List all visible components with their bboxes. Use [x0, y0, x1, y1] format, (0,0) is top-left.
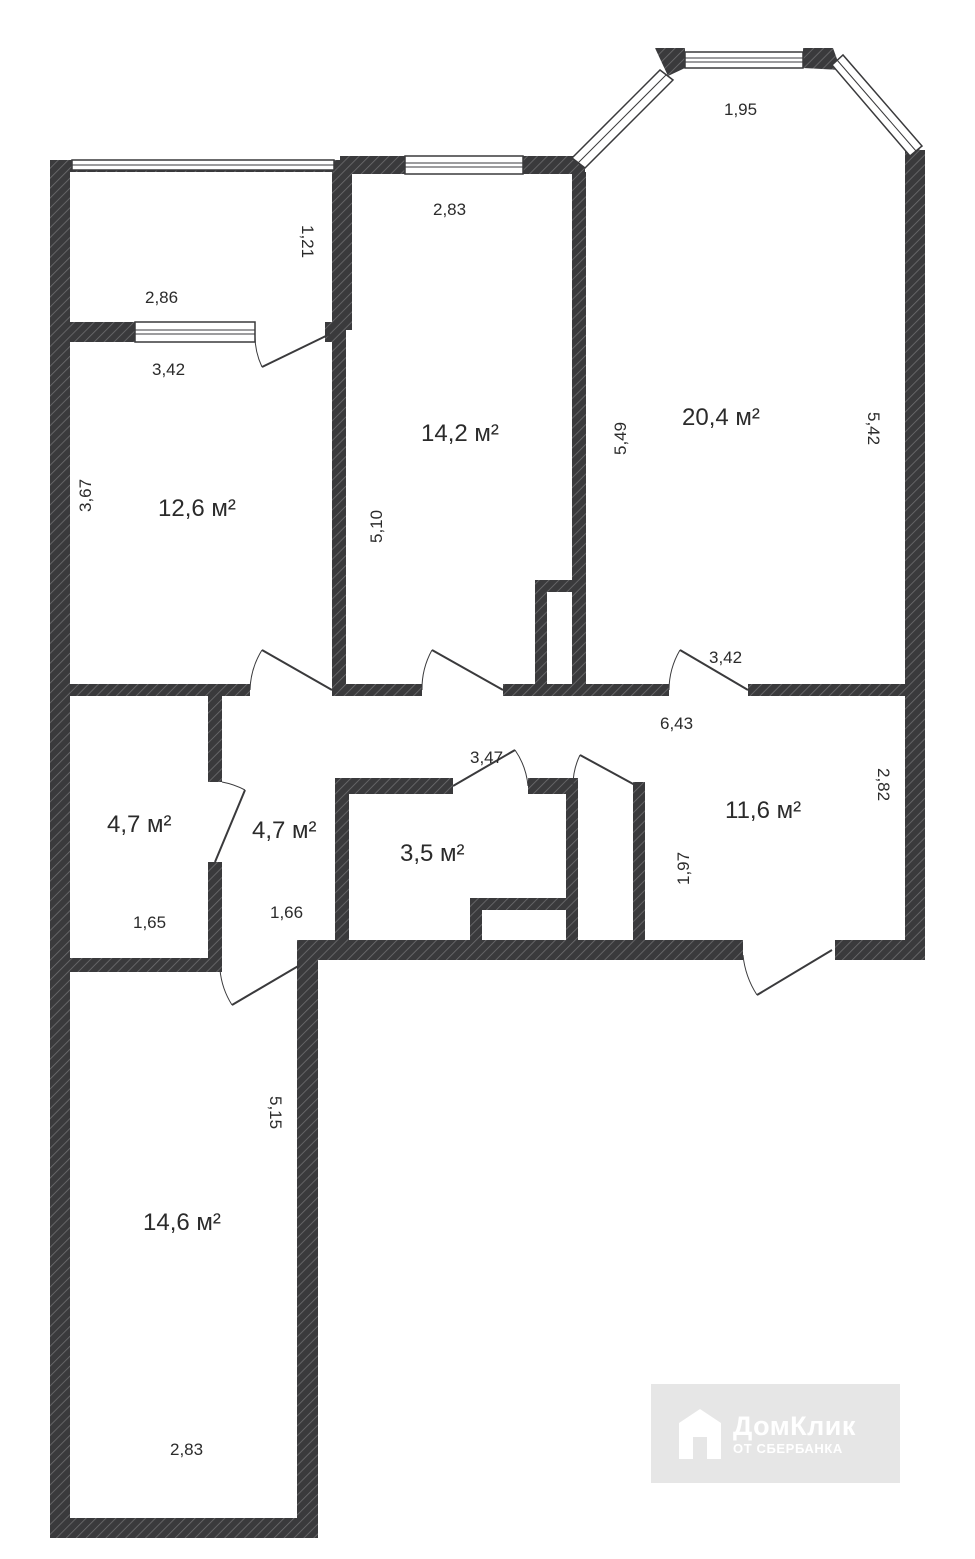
dim-room-20-4-width: 3,42	[709, 648, 742, 667]
bay-walls	[655, 48, 925, 175]
door-entrance	[742, 949, 833, 996]
door-wc	[572, 754, 636, 787]
area-label-room-14-2: 14,2 м²	[421, 420, 499, 447]
dim-room-12-6-depth: 3,67	[76, 479, 95, 512]
wall-hall-top-4	[748, 684, 925, 696]
doors	[214, 331, 833, 1006]
area-label-room-14-6: 14,6 м²	[143, 1209, 221, 1236]
wall-bottom	[50, 1518, 318, 1538]
window-bay-center	[684, 51, 804, 69]
watermark-brand: ДомКлик	[733, 1410, 856, 1441]
window-bay-left	[570, 69, 675, 169]
area-labels: 12,6 м² 14,2 м² 20,4 м² 4,7 м² 4,7 м² 3,…	[107, 404, 801, 1236]
door-room-12-6	[249, 649, 333, 691]
dim-balcony-depth: 1,21	[298, 225, 317, 258]
dim-hall-depth: 2,82	[874, 768, 893, 801]
window-bay-right	[830, 53, 924, 158]
dim-room-14-6-width: 2,83	[170, 1440, 203, 1459]
wall-closet-right-top	[208, 690, 222, 782]
door-room-20-4	[668, 649, 749, 691]
area-label-room-12-6: 12,6 м²	[158, 495, 236, 522]
dim-closet-width: 1,65	[133, 913, 166, 932]
wall-closet-bottom	[50, 958, 220, 972]
wall-balcony-bottom	[50, 322, 135, 342]
dim-room-20-4-depth-left: 5,49	[611, 422, 630, 455]
wall-bay-left-corner	[655, 48, 685, 76]
wall-corridor-right	[633, 782, 645, 952]
wall-bath-inner-left	[470, 898, 482, 948]
dim-corridor-width: 1,66	[270, 903, 303, 922]
wall-shaft-left	[535, 580, 547, 690]
wall-room-14-6-right	[297, 942, 318, 1538]
wall-balcony-right	[332, 160, 352, 330]
wall-bath-inner-top	[470, 898, 570, 910]
dim-bay-window-width: 1,95	[724, 100, 757, 119]
wall-outer-left	[50, 160, 70, 1538]
windows	[71, 51, 924, 343]
door-closet	[214, 781, 246, 863]
walls	[50, 150, 925, 1538]
dim-bath-width: 3,47	[470, 748, 503, 767]
wall-bath-right	[566, 778, 578, 950]
window-room-14-2	[404, 155, 524, 175]
door-bathroom	[452, 749, 529, 787]
wall-hall-bottom-left	[297, 940, 743, 960]
dimension-labels: 1,95 2,83 1,21 2,86 3,42 3,67 5,10 5,49 …	[76, 100, 893, 1459]
dim-room-20-4-depth-right: 5,42	[864, 412, 883, 445]
wall-hall-bottom-right	[835, 940, 925, 960]
wall-hall-top-3	[503, 684, 669, 696]
area-label-room-4-7-b: 4,7 м²	[252, 817, 317, 844]
area-label-room-3-5: 3,5 м²	[400, 840, 465, 867]
door-room-14-6	[219, 964, 301, 1006]
wall-bath-top-right	[528, 778, 578, 794]
dim-room-14-2-depth: 5,10	[367, 510, 386, 543]
dim-room-14-2-width: 2,83	[433, 200, 466, 219]
door-balcony	[254, 331, 331, 368]
dim-hall-length: 6,43	[660, 714, 693, 733]
area-label-room-20-4: 20,4 м²	[682, 404, 760, 431]
wall-bath-top	[335, 778, 453, 794]
window-balcony-door	[134, 321, 256, 343]
window-balcony	[71, 159, 335, 171]
dim-room-12-6-width: 3,42	[152, 360, 185, 379]
area-label-room-11-6: 11,6 м²	[725, 797, 801, 824]
watermark-text: ДомКлик ОТ СБЕРБАНКА	[733, 1411, 856, 1457]
wall-bath-left	[335, 778, 349, 950]
dim-balcony-width: 2,86	[145, 288, 178, 307]
wall-hall-top-2	[332, 684, 422, 696]
area-label-room-4-7-a: 4,7 м²	[107, 811, 172, 838]
wall-closet-right-bottom	[208, 862, 222, 972]
house-logo-icon	[679, 1408, 721, 1459]
door-room-14-2	[421, 649, 504, 691]
watermark-subtitle: ОТ СБЕРБАНКА	[733, 1440, 843, 1456]
dim-room-14-6-depth: 5,15	[266, 1096, 285, 1129]
domclick-watermark: ДомКлик ОТ СБЕРБАНКА	[651, 1384, 900, 1483]
dim-corridor-depth: 1,97	[674, 852, 693, 885]
wall-hall-top-1	[50, 684, 250, 696]
wall-outer-right	[905, 150, 925, 960]
wall-room-14-2-right	[572, 172, 586, 692]
wall-room-14-2-left	[332, 330, 346, 695]
